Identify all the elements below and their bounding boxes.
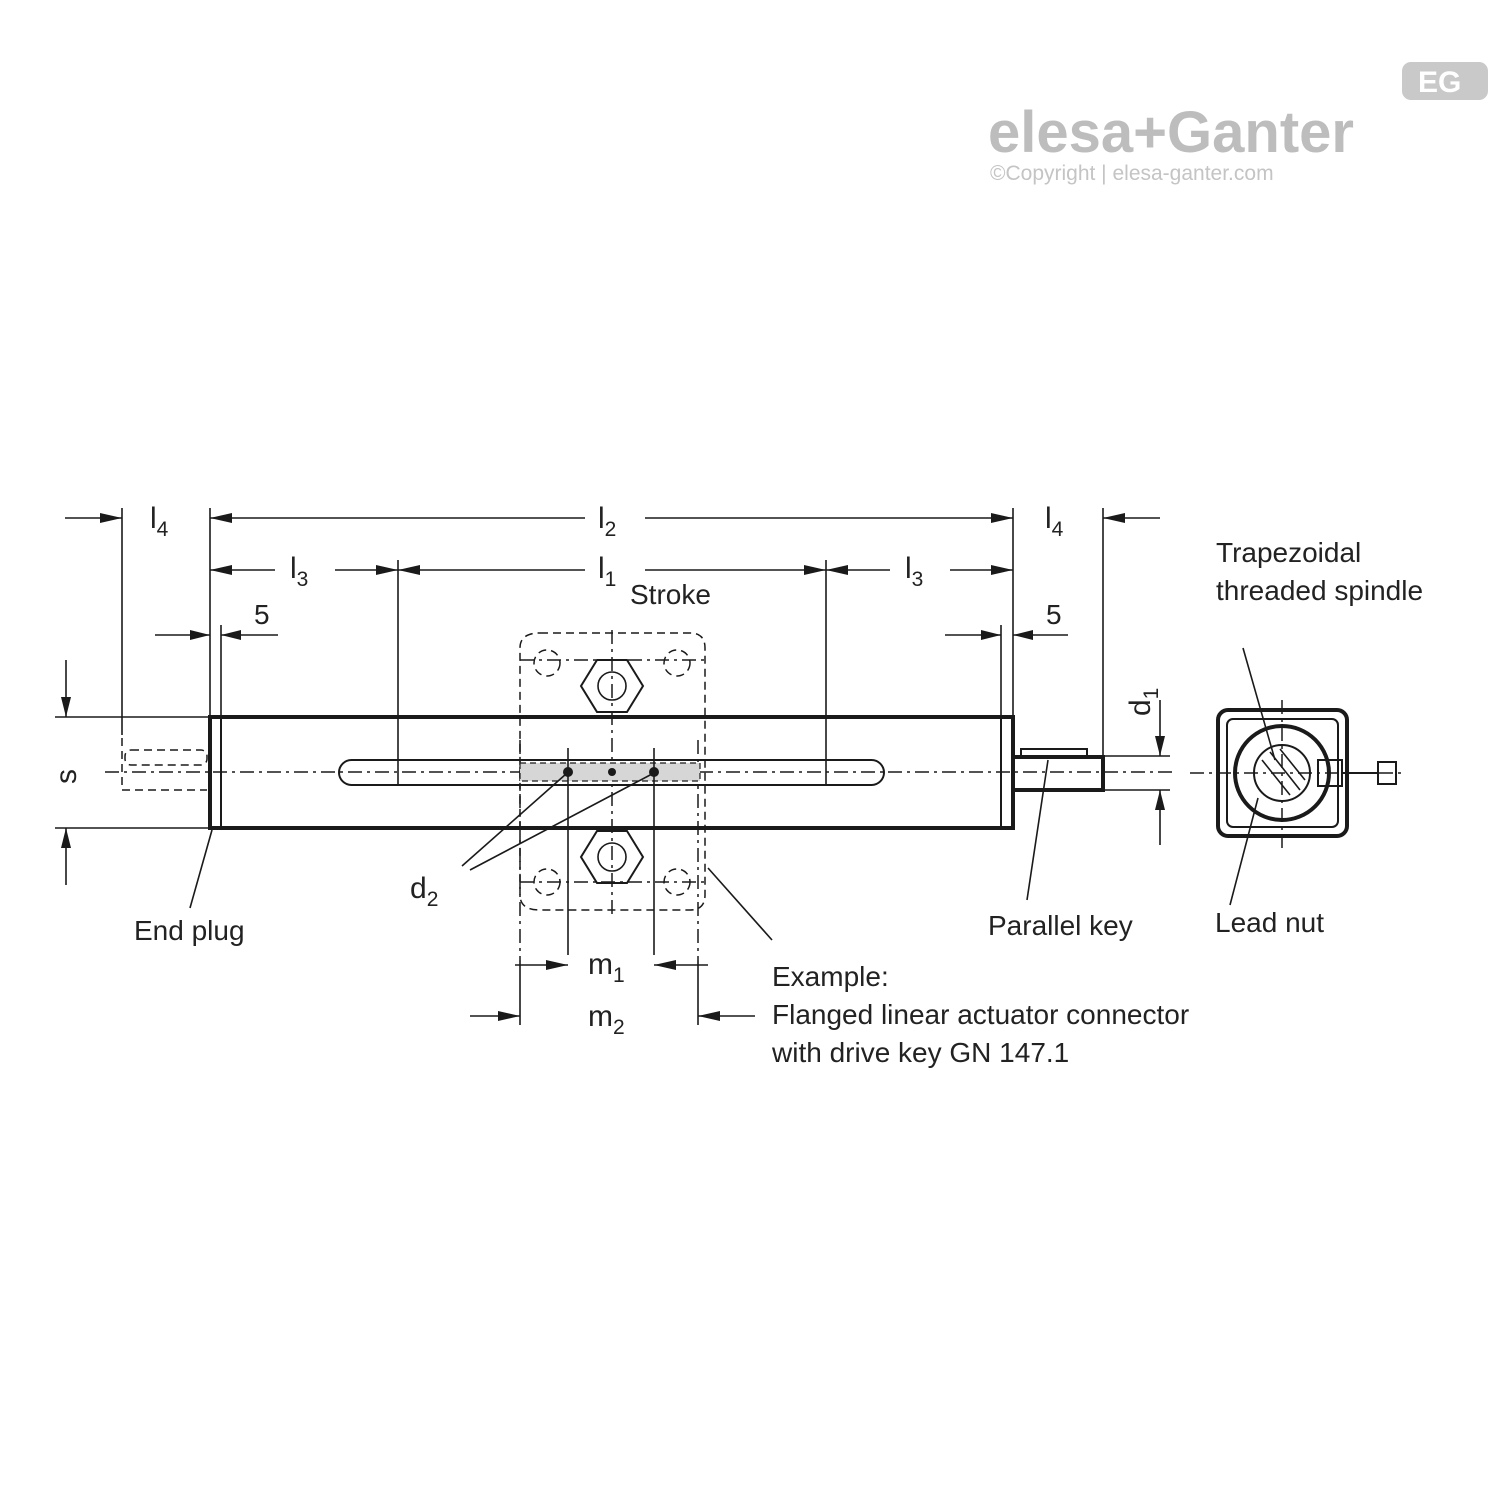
label-example-line1: Example: xyxy=(772,961,889,992)
label-five-left: 5 xyxy=(254,599,270,630)
label-spindle-line1: Trapezoidal xyxy=(1216,537,1361,568)
arrow-s-bottom xyxy=(61,828,71,848)
label-l3-right: l3 xyxy=(905,552,923,591)
dimension-lines xyxy=(55,508,1170,1025)
arrow-five-right-b xyxy=(1013,630,1033,640)
arrow-m1-left xyxy=(546,960,568,970)
arrow-l3-left-a xyxy=(210,565,232,575)
copyright-text: ©Copyright | elesa-ganter.com xyxy=(990,162,1274,185)
hex-nut-top-bore xyxy=(597,671,627,701)
arrow-five-left-b xyxy=(221,630,241,640)
spindle-shaft xyxy=(1011,755,1105,792)
label-l3-left: l3 xyxy=(290,552,308,591)
leader-end-plug xyxy=(189,829,213,909)
arrow-d1-top xyxy=(1155,736,1165,756)
label-five-right: 5 xyxy=(1046,599,1062,630)
label-l4-right: l4 xyxy=(1045,502,1064,541)
dimension-labels: l4 l2 l4 l3 l1 l3 Stroke 5 5 s d1 d2 m1 … xyxy=(50,502,1163,1039)
leader-parallel-key xyxy=(1026,759,1049,901)
label-l1: l1 xyxy=(598,552,616,591)
side-view xyxy=(1190,700,1405,848)
label-example-line3: with drive key GN 147.1 xyxy=(771,1037,1069,1068)
label-d2: d2 xyxy=(410,872,438,911)
arrow-l3-right-a xyxy=(826,565,848,575)
arrow-l2-left xyxy=(210,513,232,523)
arrow-five-left-a xyxy=(190,630,210,640)
label-l4-left: l4 xyxy=(150,502,169,541)
flange-center-dot xyxy=(608,768,616,776)
arrow-l3-left-b xyxy=(376,565,398,575)
spindle-hatch-1 xyxy=(1261,759,1291,796)
brand-badge-text: EG xyxy=(1418,66,1461,99)
arrow-l3-right-b xyxy=(991,565,1013,575)
arrow-d1-bottom xyxy=(1155,790,1165,810)
arrow-m2-left xyxy=(498,1011,520,1021)
parallel-key-shape xyxy=(1020,748,1088,758)
hex-nut-bottom xyxy=(579,830,645,884)
arrow-m2-right xyxy=(698,1011,720,1021)
leader-spindle xyxy=(1242,647,1276,761)
label-spindle-line2: threaded spindle xyxy=(1216,575,1423,606)
flange-hole-tr xyxy=(663,649,691,677)
hex-nut-bottom-bore xyxy=(597,842,627,872)
label-parallel-key: Parallel key xyxy=(988,910,1133,941)
label-d1: d1 xyxy=(1124,688,1163,716)
flange-hole-bl xyxy=(533,868,561,896)
leader-lead-nut xyxy=(1229,797,1259,906)
brand-badge xyxy=(1402,62,1488,100)
end-plug-screw xyxy=(124,749,208,766)
label-m1: m1 xyxy=(588,948,625,987)
arrow-s-top xyxy=(61,697,71,717)
leader-d2-right xyxy=(469,773,653,871)
label-example-line2: Flanged linear actuator connector xyxy=(772,999,1189,1030)
callout-labels: Trapezoidal threaded spindle End plug Pa… xyxy=(134,537,1423,1068)
leader-lines xyxy=(189,647,1276,941)
label-stroke: Stroke xyxy=(630,579,711,610)
arrow-l2-right xyxy=(991,513,1013,523)
label-s: s xyxy=(50,769,83,784)
flange-connector xyxy=(519,630,706,960)
leader-example xyxy=(707,867,773,941)
arrow-l1-right xyxy=(804,565,826,575)
spindle-hatch-3 xyxy=(1279,748,1306,781)
flange-hole-br xyxy=(663,868,691,896)
arrow-l4-left xyxy=(100,513,122,523)
arrow-l1-left xyxy=(398,565,420,575)
set-screw-head xyxy=(1377,761,1397,785)
flange-hole-tl xyxy=(533,649,561,677)
label-end-plug: End plug xyxy=(134,915,245,946)
arrow-l4-right xyxy=(1103,513,1125,523)
label-l2: l2 xyxy=(598,502,616,541)
label-m2: m2 xyxy=(588,1000,625,1039)
flange-outline xyxy=(519,632,706,911)
hex-nut-top xyxy=(579,659,645,713)
label-lead-nut: Lead nut xyxy=(1215,907,1324,938)
arrow-five-right-a xyxy=(981,630,1001,640)
brand-logo: elesa+Ganter ©Copyright | elesa-ganter.c… xyxy=(988,62,1488,185)
brand-logo-text: elesa+Ganter xyxy=(988,100,1354,165)
leader-d2-left xyxy=(461,773,567,867)
arrow-m1-right xyxy=(654,960,676,970)
